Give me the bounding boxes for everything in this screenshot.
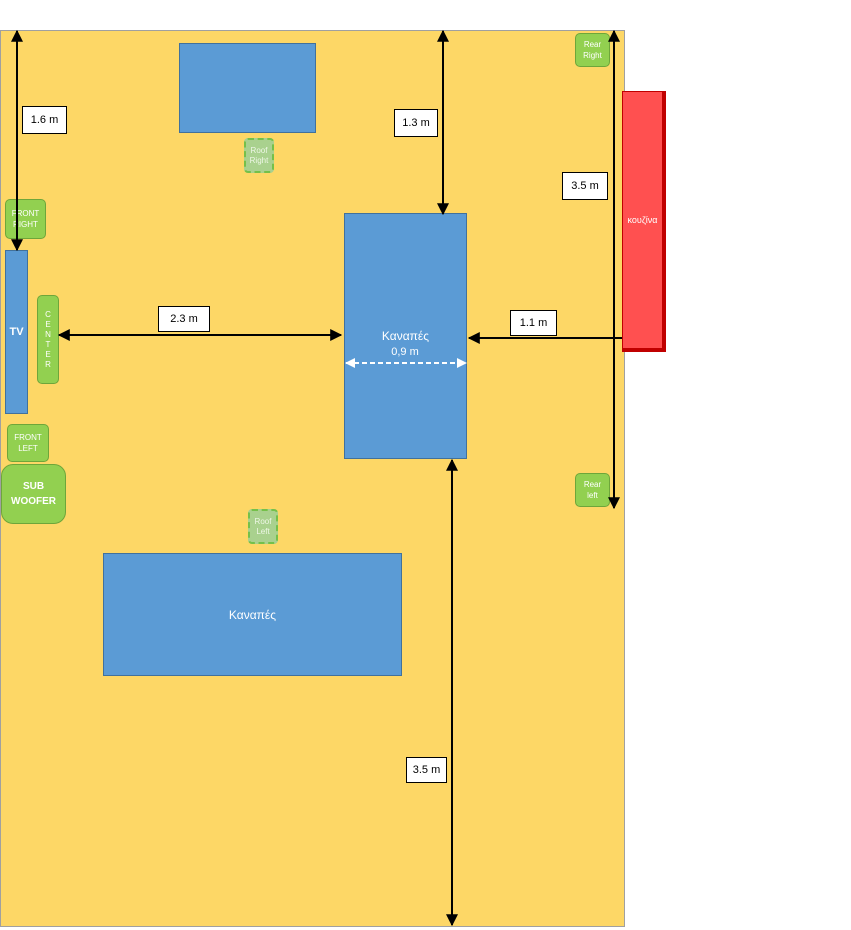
dim-label-sofa-to-bottom: 3.5 m xyxy=(406,757,447,783)
sofa-vertical[interactable]: Καναπές xyxy=(344,213,467,459)
speaker-roof-right[interactable]: Roof Right xyxy=(244,138,274,173)
subwoofer-label: SUB WOOFER xyxy=(11,481,56,507)
speaker-front-right-label: FRONT RIGHT xyxy=(11,209,40,229)
dim-text-tv-to-sofa: 2.3 m xyxy=(170,313,198,325)
dim-text-sofa-to-wall: 1.1 m xyxy=(519,317,548,329)
sofa-vertical-label: Καναπές xyxy=(381,329,430,343)
furniture-top-block[interactable] xyxy=(179,43,316,133)
tv-label: TV xyxy=(9,326,24,338)
dim-text-right-span: 3.5 m xyxy=(571,180,599,192)
dim-label-tv-to-sofa: 2.3 m xyxy=(158,306,210,332)
dim-label-sofa-width: 0,9 m xyxy=(375,346,435,360)
speaker-roof-left[interactable]: Roof Left xyxy=(248,509,278,544)
dim-label-left-top: 1.6 m xyxy=(22,106,67,134)
speaker-roof-left-label: Roof Left xyxy=(254,516,272,536)
dim-text-sofa-to-bottom: 3.5 m xyxy=(412,764,441,776)
subwoofer[interactable]: SUB WOOFER xyxy=(1,464,66,524)
dim-text-left-top: 1.6 m xyxy=(30,114,59,126)
kitchen[interactable]: κουζίνα xyxy=(622,91,666,352)
speaker-rear-left-label: Rear left xyxy=(583,480,602,500)
dim-label-center-top: 1.3 m xyxy=(394,109,438,137)
dim-label-sofa-to-wall: 1.1 m xyxy=(510,310,557,336)
speaker-rear-right[interactable]: Rear Right xyxy=(575,33,610,67)
speaker-rear-left[interactable]: Rear left xyxy=(575,473,610,507)
speaker-front-left[interactable]: FRONT LEFT xyxy=(7,424,49,462)
tv[interactable]: TV xyxy=(5,250,28,414)
speaker-roof-right-label: Roof Right xyxy=(249,145,269,165)
dim-text-sofa-width: 0,9 m xyxy=(391,346,419,358)
sofa-horizontal-label: Καναπές xyxy=(228,607,277,622)
room-floor xyxy=(0,30,625,927)
speaker-center-label: CENTER xyxy=(43,309,53,370)
dim-label-right-span: 3.5 m xyxy=(562,172,608,200)
sofa-horizontal[interactable]: Καναπές xyxy=(103,553,402,676)
speaker-rear-right-label: Rear Right xyxy=(583,40,602,60)
kitchen-label: κουζίνα xyxy=(627,215,658,225)
speaker-front-left-label: FRONT LEFT xyxy=(14,433,42,453)
dim-text-center-top: 1.3 m xyxy=(402,117,430,129)
